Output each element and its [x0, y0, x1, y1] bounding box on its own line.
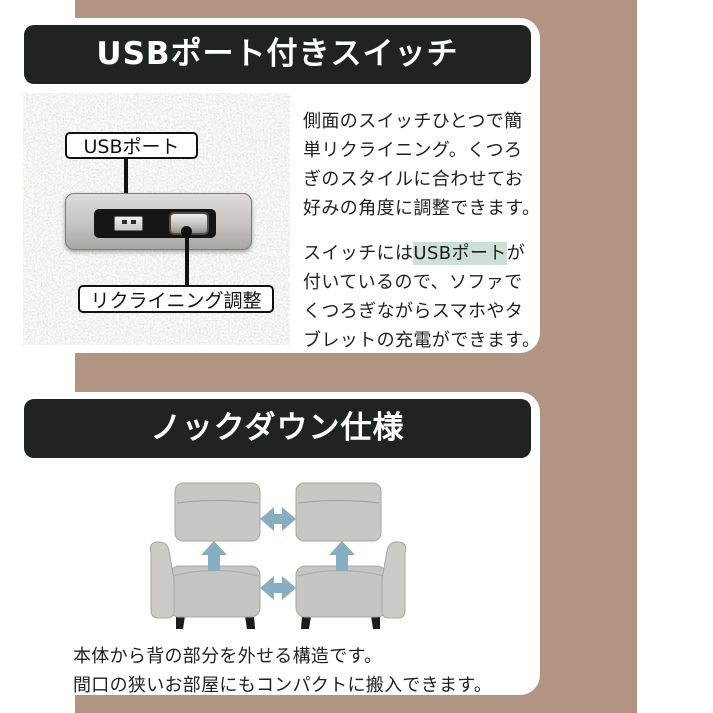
recline-pointer-dot: [181, 226, 192, 237]
paragraph-usb-charging: スイッチにはUSBポートが 付いているので、ソファで くつろぎながらスマホやタ …: [303, 239, 540, 353]
usb-port: [114, 216, 143, 231]
usb-pin: [130, 220, 136, 224]
usb-switch-section: USBポート付きスイッチ USBポート: [15, 18, 540, 353]
knockdown-title: ノックダウン仕様: [150, 410, 405, 446]
knockdown-caption-line2: 間口の狭いお部屋にもコンパクトに搬入できます。: [73, 675, 493, 695]
recline-callout-label: リクライニング調整: [90, 289, 262, 312]
switch-closeup-photo: USBポート リクライニング調整: [23, 93, 290, 345]
assembly-arrows: [200, 507, 355, 600]
knockdown-sofa-illustration: [149, 482, 406, 630]
horizontal-arrow-icon: [259, 576, 296, 600]
usb-pin: [121, 220, 127, 224]
usb-switch-body: USBポート リクライニング調整 側面のスイッチひとつで簡 単リクライニ: [15, 84, 540, 353]
horizontal-arrow-icon: [259, 507, 296, 531]
switch-recess: [94, 209, 216, 238]
up-arrow-icon: [200, 541, 227, 571]
knockdown-caption-line1: 本体から背の部分を外せる構造です。: [73, 646, 383, 667]
usb-switch-banner: USBポート付きスイッチ: [24, 25, 531, 84]
knockdown-banner: ノックダウン仕様: [24, 399, 531, 458]
knockdown-caption: 本体から背の部分を外せる構造です。 間口の狭いお部屋にもコンパクトに搬入できます…: [15, 642, 540, 695]
recline-pointer-line: [185, 234, 189, 285]
recline-callout: リクライニング調整: [78, 285, 274, 313]
usb-port-callout-label: USBポート: [83, 136, 180, 158]
usb-switch-description: 側面のスイッチひとつで簡 単リクライニング。くつろ ぎのスタイルに合わせてお 好…: [303, 107, 540, 353]
knockdown-section: ノックダウン仕様 本体から背の部分を外せる構造です。 間口の狭いお部屋にもコンパ…: [15, 392, 540, 695]
usb-switch-title: USBポート付きスイッチ: [96, 36, 459, 72]
paragraph-usb-pre: スイッチには: [303, 243, 414, 264]
paragraph-usb-post: が 付いているので、ソファで くつろぎながらスマホやタ ブレットの充電ができます…: [303, 243, 540, 351]
usb-port-callout: USBポート: [65, 132, 198, 159]
paragraph-reclining: 側面のスイッチひとつで簡 単リクライニング。くつろ ぎのスタイルに合わせてお 好…: [303, 111, 540, 219]
usb-port-highlight: USBポート: [413, 242, 507, 265]
up-arrow-icon: [328, 541, 355, 571]
switch-panel: [65, 193, 252, 250]
usb-pointer-line: [124, 158, 128, 216]
